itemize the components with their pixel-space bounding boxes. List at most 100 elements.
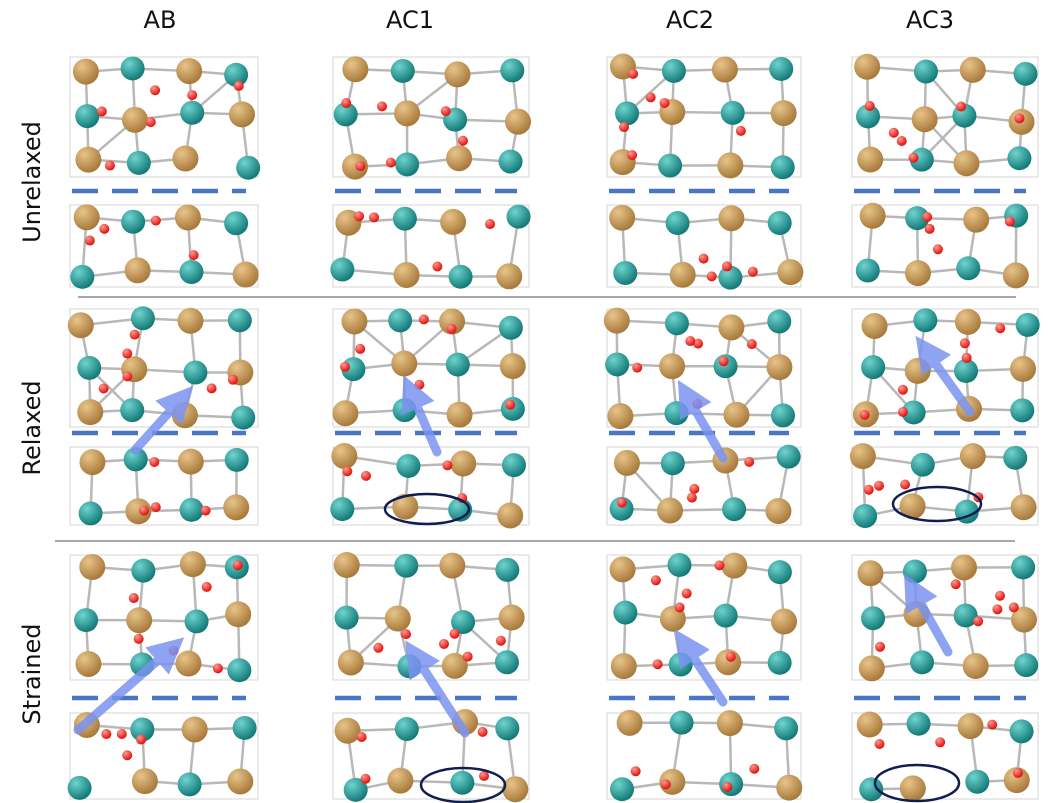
row3-col1-upper-panel-oxygen-atom (232, 560, 243, 571)
row3-col4-upper-panel-anion-atom (902, 559, 927, 584)
row3-col4-lower-panel-cation-atom (1003, 767, 1030, 794)
row2-col2-upper-panel-cation-atom (391, 350, 418, 377)
row1-col4-upper-panel-oxygen-atom (888, 127, 899, 138)
row3-col2-lower-panel-cation-atom (502, 776, 529, 803)
row1-col4-lower-panel-cation-atom (904, 260, 931, 287)
row1-col2-upper-panel-anion-atom (498, 149, 523, 174)
row2-col4-upper-panel-anion-atom (913, 308, 938, 333)
row3-col1-upper-panel-cation-atom (175, 650, 202, 677)
row1-col2-lower-panel-frame (332, 204, 530, 288)
row1-col4-lower-panel-oxygen-atom (932, 244, 943, 255)
row3-col2-upper-panel-anion-atom (451, 610, 476, 635)
row2-col1-lower-panel-oxygen-atom (150, 502, 161, 513)
row3-col2-upper-panel-oxygen-atom (373, 642, 384, 653)
row1-col4-upper-panel-oxygen-atom (896, 135, 907, 146)
row2-col1-upper-panel-cation-atom (177, 307, 204, 334)
row3-col2-lower-panel-cation-atom (387, 767, 414, 794)
row1-col2-upper-panel-cation-atom (446, 145, 473, 172)
row1-col2-upper-panel-cation-atom (341, 153, 368, 180)
row1-col2-upper-panel-anion-atom (390, 58, 415, 83)
row3-col2-lower-panel-oxygen-atom (477, 726, 488, 737)
row2-col2-lower-panel-cation-atom (450, 450, 477, 477)
row1-col3-upper-panel-cation-atom (711, 56, 738, 83)
row2-col3-lower-panel-oxygen-atom (616, 497, 627, 508)
migration-arrow (904, 573, 953, 657)
row3-col3-lower-panel-oxygen-atom (630, 766, 641, 777)
row3-col4-lower-panel-cation-atom (856, 711, 883, 738)
row3-col3-lower-panel-cation-atom (776, 774, 803, 801)
row3-col2-upper-panel-oxygen-atom (495, 635, 506, 646)
row2-col1-lower-panel-oxygen-atom (138, 505, 149, 516)
row3-col3-lower-panel-anion-atom (669, 710, 694, 735)
row3-col4-upper-panel-cation-atom (951, 554, 978, 581)
row2-col1-lower-panel-oxygen-atom (200, 505, 211, 516)
row2-col4-upper-panel-oxygen-atom (961, 352, 972, 363)
row3-col4-upper-panel-oxygen-atom (875, 641, 886, 652)
row1-col2-lower-panel-anion-atom (506, 204, 531, 229)
row1-col3-lower-panel-cation-atom (718, 205, 745, 232)
row1-col2-lower-panel-oxygen-atom (354, 211, 365, 222)
row2-col4-lower-panel-anion-atom (1003, 445, 1028, 470)
row1-col4-lower-panel-anion-atom (956, 256, 981, 281)
row2-col3-lower-panel-anion-atom (722, 497, 747, 522)
row3-col4-lower-panel-anion-atom (906, 711, 931, 736)
row1-col4-lower-panel-oxygen-atom (924, 223, 935, 234)
row1-col3-lower-panel-oxygen-atom (747, 266, 758, 277)
row1-col1-upper-panel-cation-atom (176, 58, 203, 85)
row2-col3-lower-panel-oxygen-atom (686, 492, 697, 503)
row3-col3-upper-panel-oxygen-atom (681, 588, 692, 599)
row3-col4-upper-panel-oxygen-atom (995, 590, 1006, 601)
row2-col4-upper-panel-anion-atom (954, 358, 979, 383)
row3-col2-upper-panel-cation-atom (384, 605, 411, 632)
row3-col1-lower-panel-cation-atom (227, 768, 254, 795)
row3-col4-lower-panel-oxygen-atom (874, 738, 885, 749)
row2-col3-lower-panel-anion-atom (660, 451, 685, 476)
row1-col3-lower-panel-oxygen-atom (706, 271, 717, 282)
row1-col1-upper-panel-oxygen-atom (150, 85, 161, 96)
row3-col1-upper-panel-anion-atom (227, 658, 252, 683)
row2-col3-upper-panel-oxygen-atom (632, 362, 643, 373)
row2-col3-upper-panel-oxygen-atom (746, 339, 757, 350)
row3-col2-upper-panel-anion-atom (394, 553, 419, 578)
row2-col2-upper-panel-cation-atom (332, 400, 359, 427)
row2-col1-lower-panel-anion-atom (224, 447, 249, 472)
row1-col1-lower-panel-oxygen-atom (150, 215, 161, 226)
row1-col3-lower-panel-anion-atom (665, 211, 690, 236)
row3-col4-lower-panel-anion-atom (859, 777, 884, 802)
row2-col2-lower-panel-anion-atom (501, 453, 526, 478)
row3-col1-upper-panel-anion-atom (74, 608, 99, 633)
row2-col1-upper-panel-anion-atom (227, 308, 252, 333)
row1-col2-upper-panel-oxygen-atom (377, 101, 388, 112)
row1-col2-lower-panel-anion-atom (392, 206, 417, 231)
row2-col1-upper-panel-oxygen-atom (122, 348, 133, 359)
row2-col3-upper-panel-oxygen-atom (693, 338, 704, 349)
row1-col2-lower-panel-anion-atom (330, 257, 355, 282)
highlight-ellipse (383, 492, 471, 526)
row3-col3-upper-panel-oxygen-atom (674, 602, 685, 613)
row2-col3-upper-panel-cation-atom (659, 353, 686, 380)
row1-col4-upper-panel-anion-atom (1013, 61, 1038, 86)
row3-col2-lower-panel-anion-atom (394, 717, 419, 742)
row-separator-1 (78, 296, 1016, 298)
row3-col3-upper-panel-oxygen-atom (652, 659, 663, 670)
row2-col2-lower-panel-oxygen-atom (442, 460, 453, 471)
column-header-ac2: AC2 (665, 6, 715, 34)
row1-col2-upper-panel-anion-atom (500, 58, 525, 83)
row2-col2-upper-panel-oxygen-atom (446, 323, 457, 334)
row1-col1-lower-panel-anion-atom (179, 260, 204, 285)
row3-col2-lower-panel-oxygen-atom (356, 732, 367, 743)
row1-col3-upper-panel-oxygen-atom (659, 97, 670, 108)
column-header-ac1: AC1 (385, 6, 435, 34)
row2-col2-lower-panel-cation-atom (331, 443, 358, 470)
row2-col2-lower-panel-oxygen-atom (360, 470, 371, 481)
row3-col3-upper-panel-anion-atom (667, 552, 692, 577)
row2-col4-upper-panel-cation-atom (954, 308, 981, 335)
row2-col3-lower-panel-cation-atom (613, 449, 640, 476)
row1-col3-upper-panel-oxygen-atom (645, 92, 656, 103)
row3-col3-upper-panel-anion-atom (613, 600, 638, 625)
row2-col1-upper-panel-oxygen-atom (98, 383, 109, 394)
row3-col3-upper-panel-oxygen-atom (650, 575, 661, 586)
row3-col2-upper-panel-cation-atom (498, 604, 525, 631)
row3-col1-lower-panel-oxygen-atom (116, 728, 127, 739)
row1-col1-upper-panel-anion-atom (126, 150, 151, 175)
